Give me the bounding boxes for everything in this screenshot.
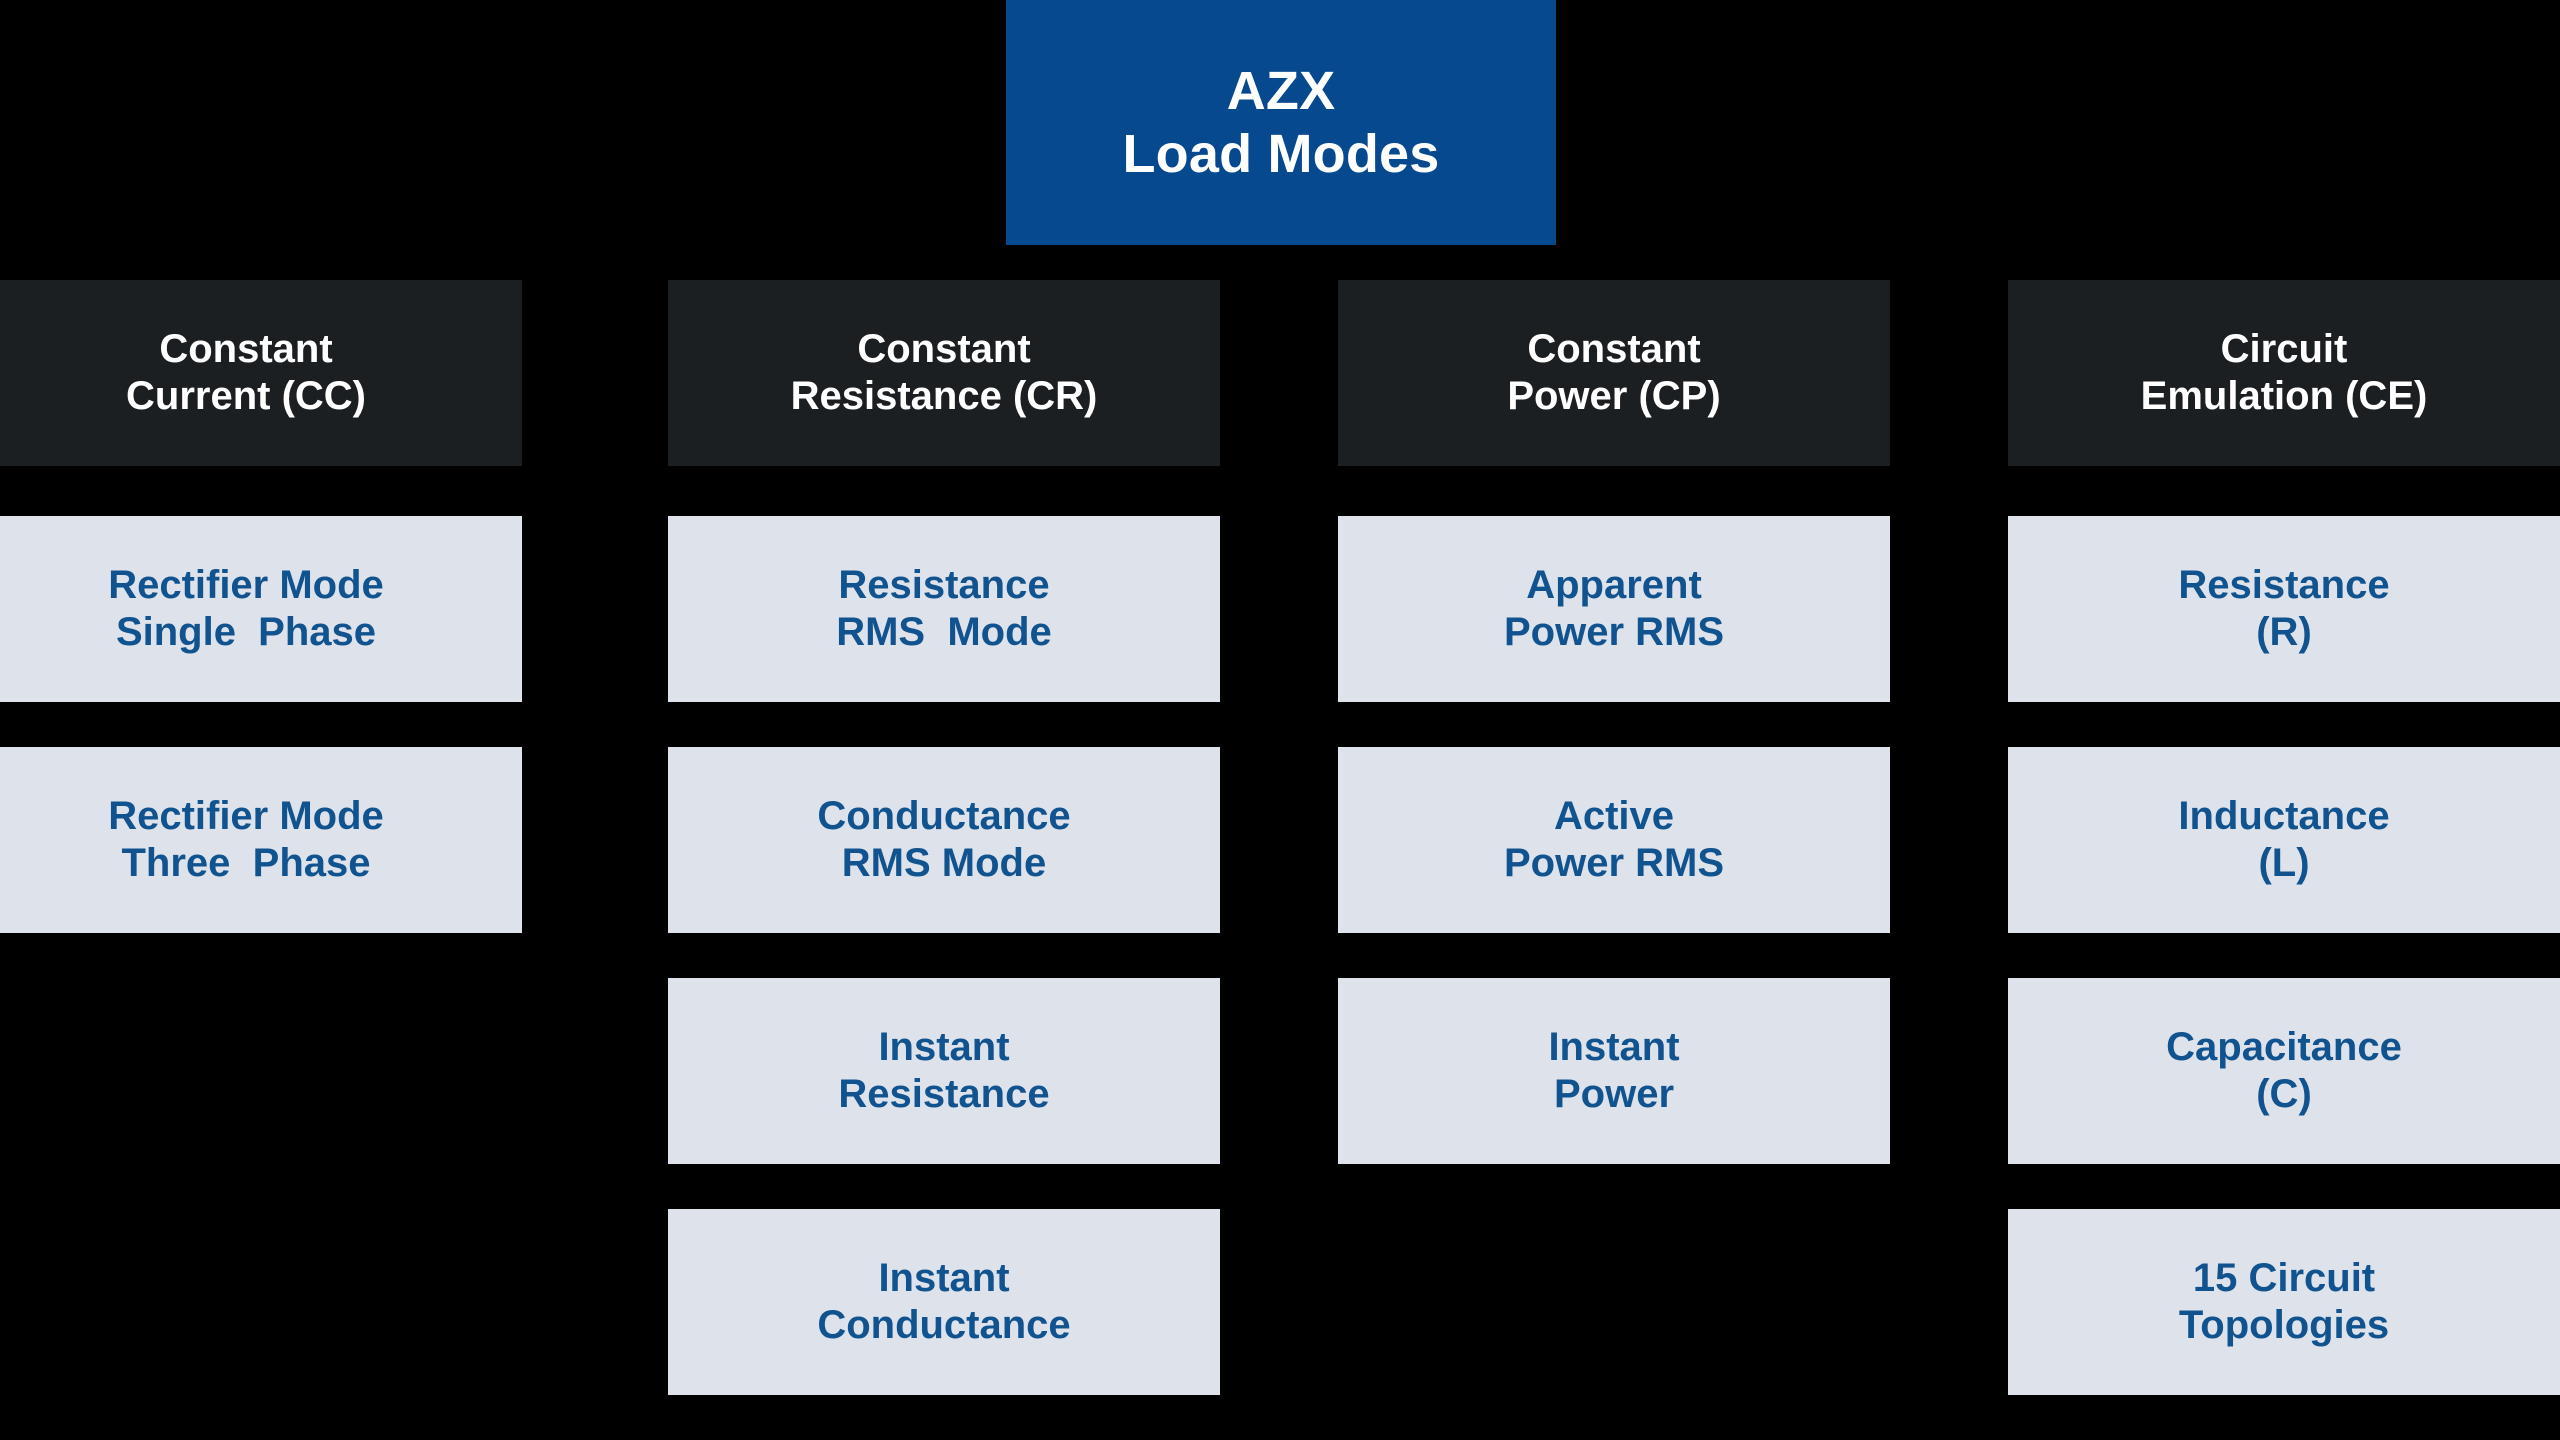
- category-header-line-1: Constant: [857, 326, 1031, 371]
- mode-box: Active Power RMS: [1338, 747, 1890, 933]
- mode-box: Rectifier Mode Single Phase: [0, 516, 522, 702]
- root-node-azx-load-modes: AZX Load Modes: [1006, 0, 1556, 245]
- mode-box: Resistance (R): [2008, 516, 2560, 702]
- mode-box: Instant Resistance: [668, 978, 1220, 1164]
- mode-line-1: Resistance: [2178, 562, 2390, 607]
- category-header-constant-power: Constant Power (CP): [1338, 280, 1890, 466]
- mode-line-1: Active: [1553, 793, 1675, 838]
- mode-line-2: (L): [2258, 841, 2310, 885]
- mode-box: Inductance (L): [2008, 747, 2560, 933]
- column-constant-power: Constant Power (CP) Apparent Power RMS A…: [1338, 280, 1890, 1209]
- mode-box: Instant Conductance: [668, 1209, 1220, 1395]
- mode-line-1: Capacitance: [2166, 1024, 2402, 1069]
- mode-line-1: Apparent: [1526, 562, 1702, 607]
- mode-line-1: Rectifier Mode: [108, 562, 384, 607]
- mode-line-2: RMS Mode: [841, 841, 1047, 885]
- column-circuit-emulation: Circuit Emulation (CE) Resistance (R) In…: [2008, 280, 2560, 1440]
- mode-line-1: Conductance: [817, 793, 1071, 838]
- category-header-line-1: Constant: [1527, 326, 1701, 371]
- mode-box: Instant Power: [1338, 978, 1890, 1164]
- mode-box: Capacitance (C): [2008, 978, 2560, 1164]
- mode-line-2: Power RMS: [1503, 841, 1725, 885]
- mode-box: Conductance RMS Mode: [668, 747, 1220, 933]
- mode-box: Resistance RMS Mode: [668, 516, 1220, 702]
- mode-line-1: Instant: [878, 1024, 1010, 1069]
- mode-line-2: Topologies: [2178, 1303, 2390, 1347]
- mode-line-2: Single Phase: [115, 610, 377, 654]
- category-header-line-1: Circuit: [2220, 326, 2348, 371]
- category-header-constant-resistance: Constant Resistance (CR): [668, 280, 1220, 466]
- mode-line-2: Power RMS: [1503, 610, 1725, 654]
- column-constant-resistance: Constant Resistance (CR) Resistance RMS …: [668, 280, 1220, 1440]
- root-title-line-1: AZX: [1226, 60, 1336, 121]
- mode-line-1: 15 Circuit: [2192, 1255, 2376, 1300]
- mode-line-1: Rectifier Mode: [108, 793, 384, 838]
- mode-line-2: Conductance: [817, 1303, 1071, 1347]
- mode-line-2: RMS Mode: [836, 610, 1052, 654]
- category-header-line-2: Emulation (CE): [2140, 374, 2428, 418]
- category-header-line-2: Resistance (CR): [790, 374, 1098, 418]
- mode-box: 15 Circuit Topologies: [2008, 1209, 2560, 1395]
- mode-box: Rectifier Mode Three Phase: [0, 747, 522, 933]
- column-constant-current: Constant Current (CC) Rectifier Mode Sin…: [0, 280, 522, 978]
- category-header-circuit-emulation: Circuit Emulation (CE): [2008, 280, 2560, 466]
- mode-line-1: Resistance: [838, 562, 1050, 607]
- mode-box: Apparent Power RMS: [1338, 516, 1890, 702]
- category-header-line-1: Constant: [159, 326, 333, 371]
- mode-line-1: Inductance: [2178, 793, 2390, 838]
- mode-line-2: (R): [2256, 610, 2312, 654]
- mode-line-1: Instant: [1548, 1024, 1680, 1069]
- mode-line-2: (C): [2256, 1072, 2312, 1116]
- category-header-line-2: Current (CC): [126, 374, 366, 418]
- mode-line-1: Instant: [878, 1255, 1010, 1300]
- category-header-constant-current: Constant Current (CC): [0, 280, 522, 466]
- mode-line-2: Three Phase: [121, 841, 371, 885]
- root-title-line-2: Load Modes: [1122, 123, 1440, 184]
- mode-line-2: Power: [1553, 1072, 1675, 1116]
- mode-line-2: Resistance: [838, 1072, 1050, 1116]
- category-header-line-2: Power (CP): [1507, 374, 1721, 418]
- diagram-canvas: AZX Load Modes Constant Current (CC) Rec…: [0, 0, 2560, 1395]
